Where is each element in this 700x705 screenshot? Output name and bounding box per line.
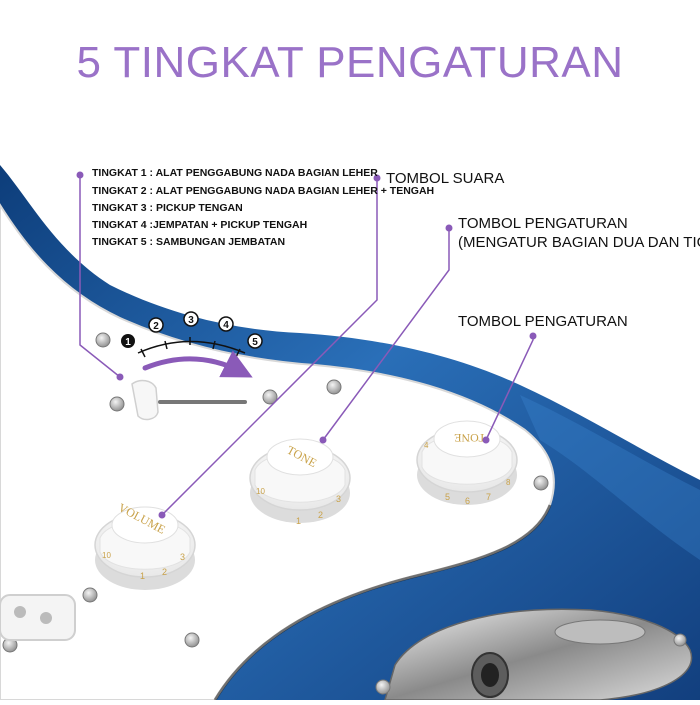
page-title: 5 TINGKAT PENGATURAN <box>76 38 624 87</box>
tone1-callout-line <box>322 228 450 441</box>
volume-knob-number-1: 1 <box>140 571 145 581</box>
switch-position-1: 1 <box>125 337 131 348</box>
tone-knob-2-label: TONE <box>454 431 486 445</box>
pickguard-edge <box>213 504 552 701</box>
volume-callout-line <box>161 178 378 516</box>
tone-knob-2-number-7: 7 <box>486 492 491 502</box>
volume-callout-label: TOMBOL SUARA <box>386 170 505 187</box>
volume-knob: VOLUME 1 2 3 10 <box>94 500 196 590</box>
tone-knob-1-number-1: 1 <box>296 516 301 526</box>
pickup <box>0 594 76 641</box>
level-2-text: TINGKAT 2 : ALAT PENGGABUNG NADA BAGIAN … <box>92 185 435 197</box>
switch-ticks <box>140 337 241 358</box>
switch-position-3: 3 <box>188 315 194 326</box>
tone-knob-2: TONE 4 5 6 7 8 <box>416 420 518 506</box>
tone1-callout-label-line2: (MENGATUR BAGIAN DUA DAN TIGA) <box>458 234 700 251</box>
tone-knob-1-number-10: 10 <box>256 487 265 496</box>
switch-position-5: 5 <box>252 337 258 348</box>
level-3-text: TINGKAT 3 : PICKUP TENGAN <box>92 202 243 214</box>
tone-knob-1-number-2: 2 <box>318 510 323 520</box>
body-highlight <box>520 395 700 560</box>
tone-knob-2-number-8: 8 <box>506 478 511 487</box>
switch-position-markers: 1 2 3 4 5 <box>121 311 263 349</box>
jack-tab <box>554 619 646 645</box>
switch-position-4: 4 <box>223 320 229 331</box>
switch-position-arc <box>137 340 246 354</box>
tone-knob-2-number-6: 6 <box>465 496 470 506</box>
tone-knob-1-number-3: 3 <box>336 494 341 504</box>
screws <box>2 332 687 695</box>
jack-hole <box>481 663 499 687</box>
level-4-text: TINGKAT 4 :JEMPATAN + PICKUP TENGAH <box>92 219 308 231</box>
tone2-callout-label: TOMBOL PENGATURAN <box>458 313 628 330</box>
tone-knob-2-number-4: 4 <box>424 441 429 450</box>
tone1-callout-label-line1: TOMBOL PENGATURAN <box>458 215 628 232</box>
switch-lever-tip <box>131 379 159 421</box>
level-1-text: TINGKAT 1 : ALAT PENGGABUNG NADA BAGIAN … <box>92 167 378 179</box>
volume-knob-number-2: 2 <box>162 567 167 577</box>
tone-knob-1: TONE 1 2 3 10 <box>249 438 351 526</box>
tone-knob-2-number-5: 5 <box>445 492 450 502</box>
volume-knob-number-10: 10 <box>102 551 111 560</box>
level-5-text: TINGKAT 5 : SAMBUNGAN JEMBATAN <box>92 236 286 248</box>
switch-direction-arrow <box>142 350 253 378</box>
callout-dots <box>76 171 537 519</box>
volume-knob-number-3: 3 <box>180 552 185 562</box>
switch-callout-line <box>79 175 121 378</box>
switch-position-2: 2 <box>153 321 159 332</box>
